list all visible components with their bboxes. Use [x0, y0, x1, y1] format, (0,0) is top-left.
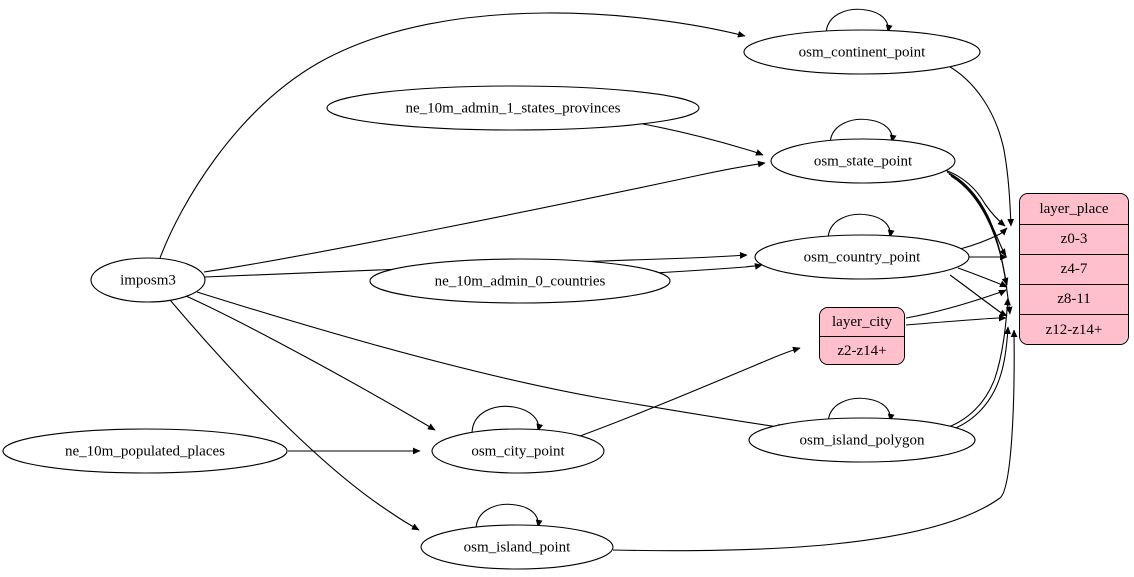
edge-layer_city-to-layer_place-z8-11 — [905, 289, 1007, 319]
node-label-ne-10m-admin-1-states-provinces: ne_10m_admin_1_states_provinces — [406, 100, 621, 116]
edge-ne_10m_admin_1_states_provinces-to-osm_state_point — [642, 123, 764, 156]
node-layer-city[interactable]: layer_city z2-z14+ — [819, 307, 905, 365]
node-label-osm-city-point: osm_city_point — [471, 443, 565, 459]
node-label-osm-continent-point: osm_continent_point — [799, 44, 926, 60]
edge-imposm3-to-osm_island_point — [169, 299, 420, 531]
edge-imposm3-to-osm_state_point — [203, 160, 766, 273]
edge-osm_country_point-to-layer_place-z0-3 — [959, 227, 1008, 250]
edge-osm_island_point-to-layer_place-z12-z14 — [612, 329, 1018, 552]
layer-city-row-z2-z14[interactable]: z2-z14+ — [820, 337, 904, 364]
edge-osm_city_point-self-loop — [471, 405, 543, 435]
layer-place-row-z0-3[interactable]: z0-3 — [1020, 225, 1128, 255]
node-osm-city-point[interactable]: osm_city_point — [431, 428, 605, 474]
layer-place-row-z8-11[interactable]: z8-11 — [1020, 285, 1128, 315]
node-imposm3[interactable]: imposm3 — [90, 257, 206, 303]
node-osm-country-point[interactable]: osm_country_point — [754, 234, 970, 280]
edge-osm_state_point-self-loop — [829, 118, 897, 146]
node-label-ne-10m-populated-places: ne_10m_populated_places — [65, 443, 225, 459]
node-osm-island-polygon[interactable]: osm_island_polygon — [748, 417, 976, 463]
edge-imposm3-to-osm_city_point — [185, 295, 436, 431]
node-ne-10m-populated-places[interactable]: ne_10m_populated_places — [2, 428, 288, 474]
node-label-osm-island-point: osm_island_point — [464, 539, 572, 555]
edge-osm_island_polygon-self-loop — [827, 397, 895, 425]
edge-imposm3-to-osm_continent_point — [159, 12, 746, 259]
edge-osm_country_point-to-layer_place-z12-z14 — [949, 274, 1008, 317]
layer-city-header: layer_city — [820, 308, 904, 337]
node-label-imposm3: imposm3 — [120, 272, 176, 288]
layer-place-row-z4-7[interactable]: z4-7 — [1020, 255, 1128, 285]
node-label-osm-state-point: osm_state_point — [814, 153, 913, 169]
edge-osm_country_point-self-loop — [827, 213, 895, 241]
edge-osm_island_polygon-to-layer_place-z12-z14 — [947, 326, 1011, 432]
node-osm-continent-point[interactable]: osm_continent_point — [743, 29, 981, 75]
edge-osm_state_point-to-layer_place-z0-3 — [944, 169, 1006, 227]
edge-osm_state_point-to-layer_place-z8-11 — [948, 173, 1009, 286]
node-label-ne-10m-admin-0-countries: ne_10m_admin_0_countries — [435, 273, 606, 289]
edge-osm_city_point-to-layer_city-z2-z14 — [579, 346, 801, 437]
edge-layer_city-to-layer_place-z12-z14 — [905, 314, 1007, 326]
edge-ne_10m_admin_0_countries-to-osm_country_point — [653, 263, 763, 274]
node-ne-10m-admin-0-countries[interactable]: ne_10m_admin_0_countries — [369, 258, 671, 304]
node-label-osm-country-point: osm_country_point — [804, 249, 921, 265]
edge-osm_country_point-to-layer_place-z8-11 — [957, 267, 1008, 288]
edge-osm_island_point-self-loop — [475, 503, 543, 531]
edge-osm_continent_point-self-loop — [825, 8, 893, 36]
node-layer-place[interactable]: layer_place z0-3 z4-7 z8-11 z12-z14+ — [1019, 193, 1129, 345]
node-osm-state-point[interactable]: osm_state_point — [770, 138, 956, 184]
layer-place-header: layer_place — [1020, 194, 1128, 225]
node-ne-10m-admin-1-states-provinces[interactable]: ne_10m_admin_1_states_provinces — [326, 85, 700, 131]
node-label-osm-island-polygon: osm_island_polygon — [799, 432, 925, 448]
layer-place-row-z12-z14[interactable]: z12-z14+ — [1020, 315, 1128, 344]
edge-imposm3-to-osm_island_polygon — [196, 291, 786, 431]
node-osm-island-point[interactable]: osm_island_point — [420, 524, 614, 570]
edge-osm_continent_point-to-layer_place-z0-3 — [944, 63, 1015, 227]
